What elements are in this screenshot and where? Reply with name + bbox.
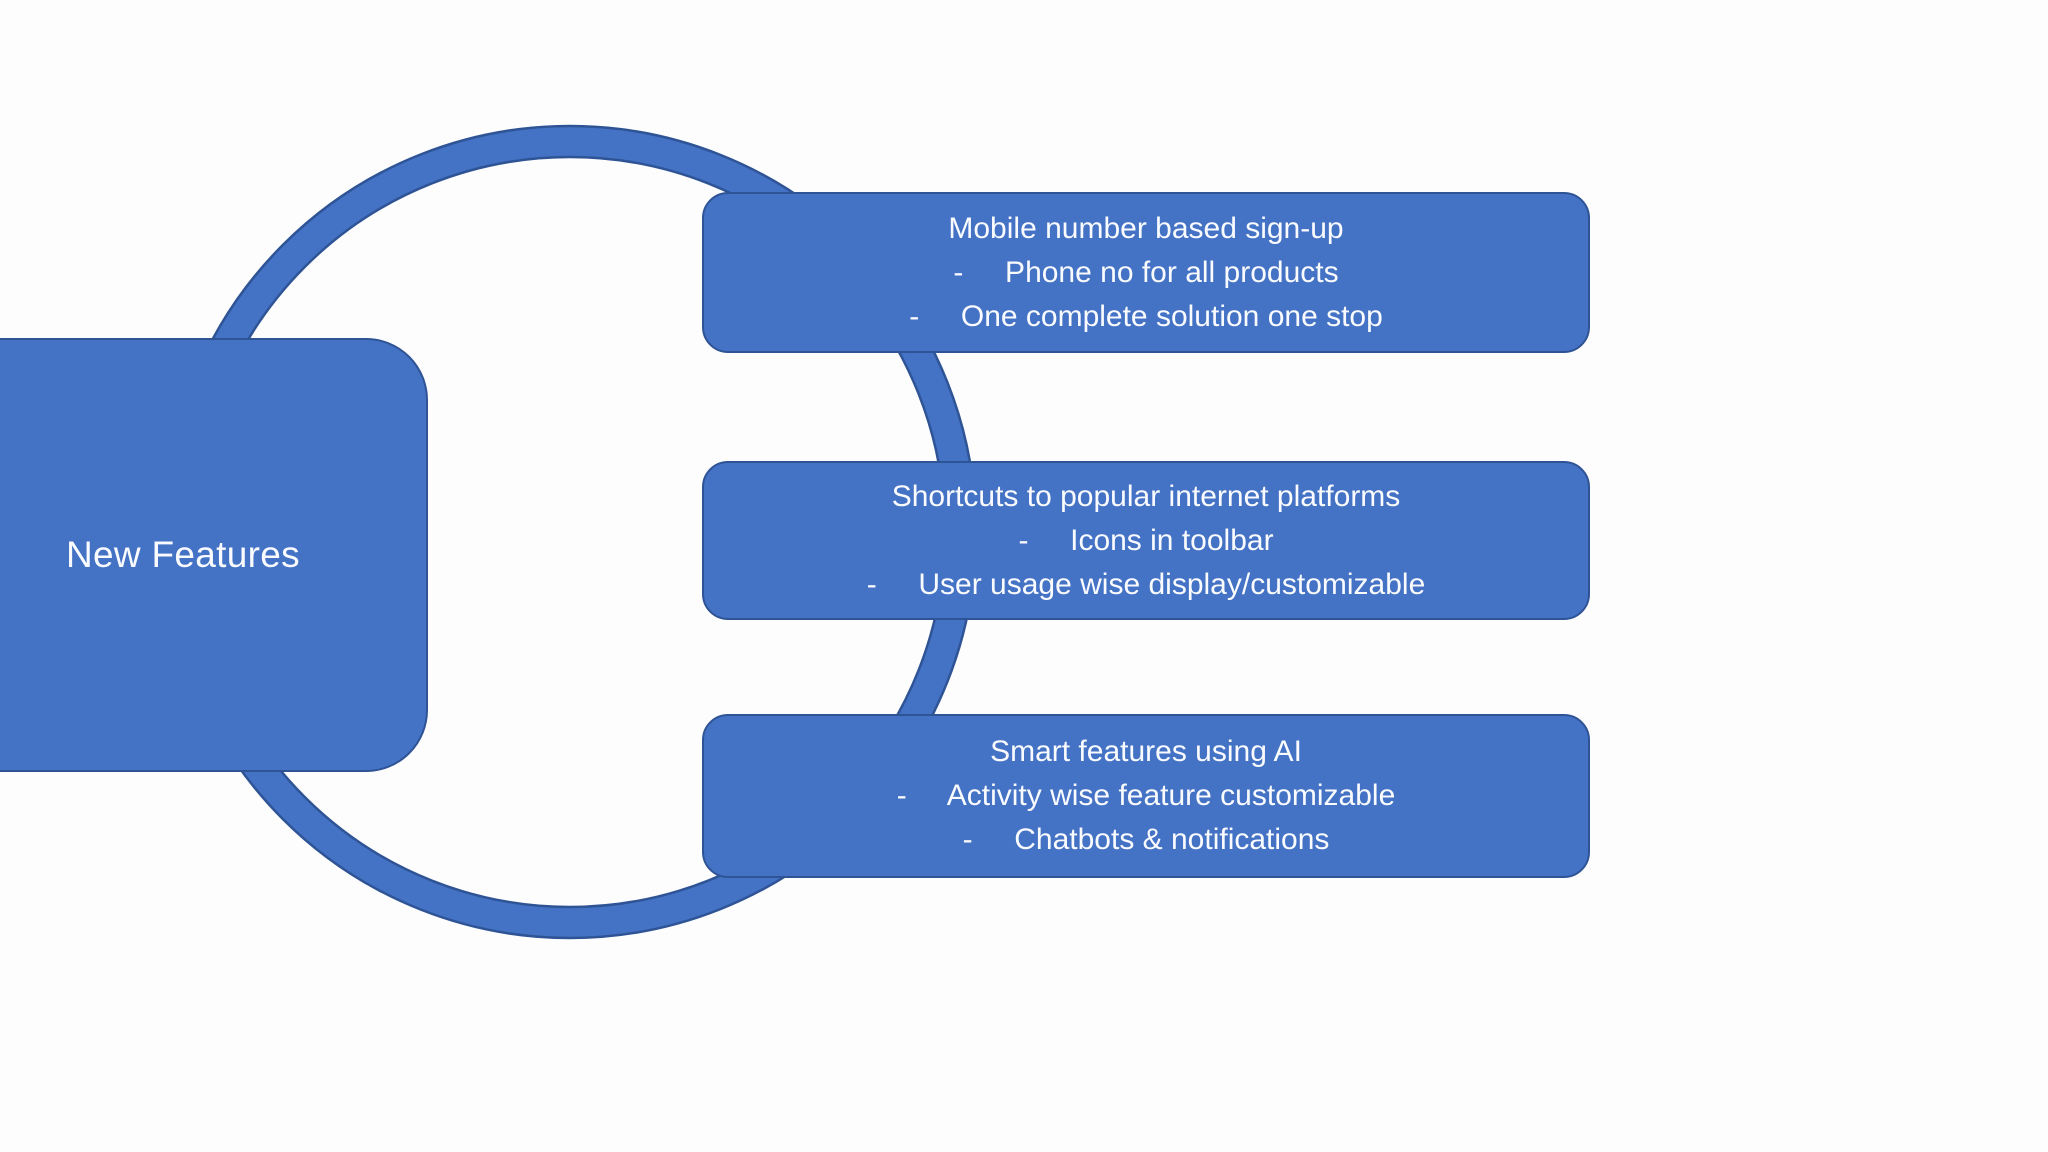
node-bullet: - Activity wise feature customizable (896, 779, 1396, 812)
node-bullet: - One complete solution one stop (909, 299, 1383, 333)
node-title: Mobile number based sign-up (948, 211, 1344, 245)
node-bullet: - Chatbots & notifications (962, 823, 1330, 856)
hub-node-new-features: New Features (0, 338, 428, 772)
feature-node-mobile-signup: Mobile number based sign-up - Phone no f… (702, 192, 1590, 353)
node-bullet: - Phone no for all products (953, 255, 1339, 289)
node-title: Smart features using AI (990, 735, 1302, 768)
node-bullet: - Icons in toolbar (1018, 523, 1274, 557)
hub-node-label: New Features (66, 534, 300, 575)
node-bullet: - User usage wise display/customizable (866, 567, 1426, 601)
node-title: Shortcuts to popular internet platforms (891, 479, 1401, 513)
feature-node-smart-ai: Smart features using AI - Activity wise … (702, 714, 1590, 878)
feature-node-shortcuts: Shortcuts to popular internet platforms … (702, 461, 1590, 620)
